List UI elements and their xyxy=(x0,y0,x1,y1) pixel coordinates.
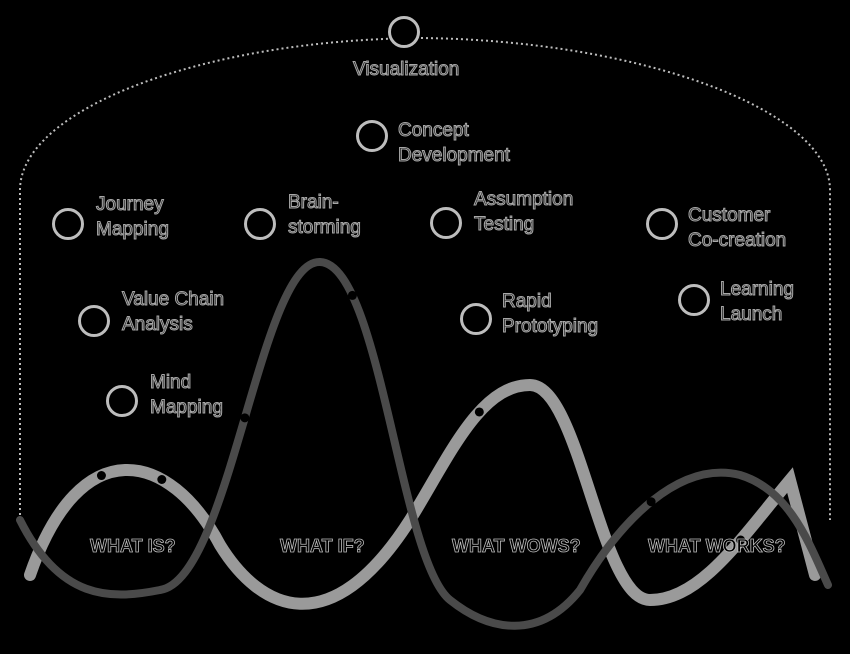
step-label-5: Brain- storming xyxy=(288,192,362,239)
step-label-8: Rapid Prototyping xyxy=(501,291,599,338)
wave-dot xyxy=(96,471,106,481)
step-badge-3: 3 xyxy=(78,305,110,337)
step-label-4: Mind Mapping xyxy=(150,372,224,419)
step-badge-7: 7 xyxy=(430,207,462,239)
step-label-2: Journey Mapping xyxy=(96,194,170,241)
step-badge-10: 10 xyxy=(678,284,710,316)
wave-dot xyxy=(736,535,746,545)
step-label-10: Learning Launch xyxy=(720,279,795,326)
step-badge-9: 9 xyxy=(646,208,678,240)
wave-dot xyxy=(474,407,484,417)
phase-label-what-is: WHAT IS? xyxy=(90,536,176,557)
wave-dot xyxy=(157,474,167,484)
step-label-1: Visualization xyxy=(352,59,460,81)
step-badge-1: 1 xyxy=(388,16,420,48)
step-badge-4: 4 xyxy=(106,385,138,417)
light-wave xyxy=(24,378,821,610)
dark-wave xyxy=(16,257,832,630)
step-badge-5: 5 xyxy=(244,208,276,240)
wave-dot xyxy=(646,497,656,507)
visualization-arch xyxy=(19,36,831,520)
phase-label-what-works: WHAT WORKS? xyxy=(648,536,786,557)
step-label-7: Assumption Testing xyxy=(473,189,574,236)
step-label-3: Value Chain Analysis xyxy=(121,289,225,336)
step-badge-6: 6 xyxy=(356,120,388,152)
wave-dot xyxy=(347,290,357,300)
step-label-9: Customer Co-creation xyxy=(687,205,787,252)
step-badge-8: 8 xyxy=(460,303,492,335)
phase-label-what-if: WHAT IF? xyxy=(280,536,365,557)
step-label-6: Concept Development xyxy=(398,120,511,167)
wave-dots xyxy=(96,290,746,545)
wave-dot xyxy=(240,413,250,423)
step-badge-2: 2 xyxy=(52,208,84,240)
phase-label-what-wows: WHAT WOWS? xyxy=(452,536,581,557)
